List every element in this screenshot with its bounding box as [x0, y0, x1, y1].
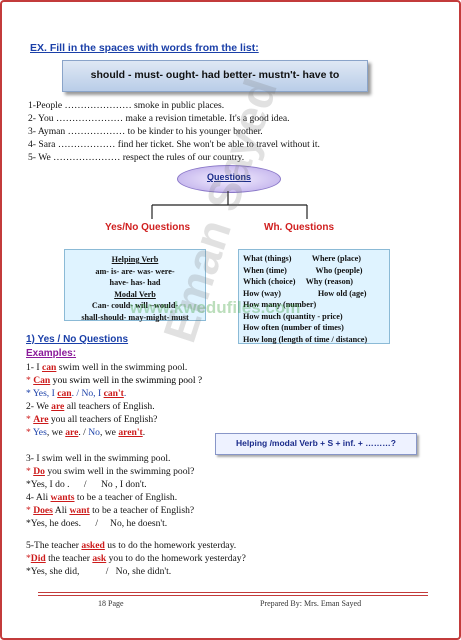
wh-words-box: What (things) Where (place) When (time) …: [238, 249, 390, 344]
questions-root-node: Questions: [177, 165, 281, 193]
example-4-question: * Does Ali want to be a teacher of Engli…: [26, 505, 195, 516]
example-1-question: * Can you swim well in the swimming pool…: [26, 375, 203, 386]
exercise-item-3: 3- Ayman ……………… to be kinder to his youn…: [28, 126, 263, 137]
wh-line-5: How many (number): [243, 300, 317, 309]
exercise-item-5: 5- We ………………… respect the rules of our c…: [28, 152, 245, 163]
modal-verb-line-1: Can- could- will –would-: [91, 301, 179, 310]
example-4-statement: 4- Ali wants to be a teacher of English.: [26, 492, 178, 503]
example-3-answer: *Yes, I do . / No , I don't.: [26, 479, 147, 490]
example-4-answer: *Yes, he does. / No, he doesn't.: [26, 518, 168, 529]
word-list: should - must- ought- had better- mustn'…: [90, 69, 340, 81]
helping-verb-title: Helping Verb: [111, 255, 159, 264]
helping-verb-line-1: am- is- are- was- were-: [95, 266, 175, 276]
example-3-question: * Do you swim well in the swimming pool?: [26, 466, 195, 477]
yes-no-rule: Helping /modal Verb + S + inf. + ………?: [236, 438, 396, 448]
watermark-url: www.kwedufiles.com: [130, 298, 301, 317]
word-list-box: should - must- ought- had better- mustn'…: [62, 60, 368, 92]
page-number: 18 Page: [98, 599, 124, 608]
modal-verb-highlight: Can: [33, 375, 51, 386]
wh-line-8: How long (length of time / distance): [243, 334, 368, 344]
yes-no-branch-label: Yes/No Questions: [105, 222, 191, 233]
modal-verb-highlight: can: [41, 362, 57, 373]
example-2-statement: 2- We are all teachers of English.: [26, 401, 155, 412]
wh-branch-label: Wh. Questions: [264, 222, 334, 233]
wh-line-4: How (way) How old (age): [243, 288, 367, 298]
yes-no-rule-box: Helping /modal Verb + S + inf. + ………?: [215, 433, 417, 455]
diagram-connectors: [151, 191, 308, 219]
questions-root-label: Questions: [206, 172, 251, 182]
footer-rule-1: [38, 592, 428, 593]
example-1-statement: 1- I can swim well in the swimming pool.: [26, 362, 188, 373]
exercise-item-4: 4- Sara ……………… find her ticket. She won'…: [28, 139, 320, 150]
examples-label: Examples:: [26, 348, 77, 359]
example-2-question: * Are you all teachers of English?: [26, 414, 158, 425]
exercise-item-2: 2- You ………………… make a revision timetable…: [28, 113, 290, 124]
example-5-statement: 5-The teacher asked us to do the homewor…: [26, 540, 237, 551]
example-5-answer: *Yes, she did, / No, she didn't.: [26, 566, 172, 577]
wh-line-7: How often (number of times): [243, 323, 344, 332]
exercise-heading: EX. Fill in the spaces with words from t…: [30, 42, 259, 54]
wh-line-3: Which (choice) Why (reason): [243, 277, 353, 286]
modal-verb-title: Modal Verb: [114, 289, 156, 299]
helping-verb-line-2: have- has- had: [109, 278, 161, 287]
example-1-answer: * Yes, I can. / No, I can't.: [26, 388, 127, 399]
wh-line-1: What (things) Where (place): [243, 254, 361, 263]
exercise-item-1: 1-People ………………… smoke in public places.: [28, 100, 225, 111]
example-3-statement: 3- I swim well in the swimming pool.: [26, 453, 171, 464]
footer-rule-2: [38, 595, 428, 596]
section-title: 1) Yes / No Questions: [26, 334, 129, 345]
helping-modal-box: Helping Verb am- is- are- was- were- hav…: [64, 249, 206, 322]
wh-line-6: How much (quantity - price): [243, 311, 343, 321]
modal-verb-line-2: shall-should- may-might- must: [81, 312, 189, 322]
footer-credit: Prepared By: Mrs. Eman Sayed: [260, 599, 362, 608]
wh-line-2: When (time) Who (people): [243, 265, 363, 275]
example-2-answer: * Yes, we are. / No, we aren't.: [26, 427, 146, 438]
example-5-question: *Did the teacher ask you to do the homew…: [26, 553, 246, 564]
